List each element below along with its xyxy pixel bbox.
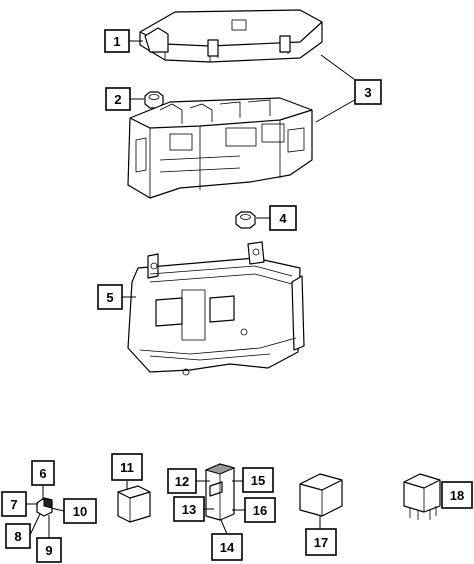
svg-text:15: 15	[251, 473, 265, 488]
part-maxi-fuse	[117, 485, 151, 523]
svg-text:1: 1	[113, 34, 120, 49]
svg-text:13: 13	[182, 502, 196, 517]
callout-3: 3	[354, 79, 382, 105]
svg-text:10: 10	[73, 504, 87, 519]
callout-8: 8	[5, 523, 31, 549]
callout-2: 2	[105, 87, 131, 111]
leader-lines	[26, 40, 452, 538]
callout-18: 18	[441, 481, 473, 509]
callout-10: 10	[63, 498, 97, 524]
callout-5: 5	[97, 284, 123, 310]
callout-9: 9	[36, 537, 62, 563]
svg-text:5: 5	[106, 290, 113, 305]
svg-text:7: 7	[10, 497, 17, 512]
callout-11: 11	[111, 453, 143, 481]
part-fuse-box	[127, 97, 313, 199]
svg-text:11: 11	[120, 460, 134, 475]
svg-text:3: 3	[364, 85, 371, 100]
svg-text:2: 2	[114, 92, 121, 107]
part-relay-mini	[299, 473, 343, 517]
part-relay-pins	[403, 473, 441, 520]
callout-6: 6	[31, 460, 55, 486]
svg-text:17: 17	[314, 535, 328, 550]
svg-text:8: 8	[14, 529, 21, 544]
callout-14: 14	[211, 533, 243, 561]
part-nut-lower	[235, 211, 256, 229]
svg-text:9: 9	[45, 543, 52, 558]
part-cartridge-fuse	[204, 463, 236, 521]
part-nut-upper	[144, 91, 164, 109]
part-bracket	[127, 241, 305, 376]
callout-17: 17	[305, 528, 337, 556]
svg-text:16: 16	[253, 503, 267, 518]
callout-15: 15	[242, 467, 274, 493]
callout-4: 4	[269, 205, 297, 231]
callout-13: 13	[173, 496, 205, 522]
callout-12: 12	[167, 468, 197, 494]
callout-1: 1	[104, 29, 130, 53]
svg-text:12: 12	[175, 474, 189, 489]
callout-16: 16	[244, 497, 276, 523]
part-cover	[139, 9, 323, 63]
svg-text:14: 14	[220, 540, 235, 555]
callout-7: 7	[1, 491, 27, 517]
part-mini-fuse	[36, 497, 53, 517]
svg-text:18: 18	[450, 488, 464, 503]
svg-text:4: 4	[279, 211, 287, 226]
svg-text:6: 6	[39, 466, 46, 481]
